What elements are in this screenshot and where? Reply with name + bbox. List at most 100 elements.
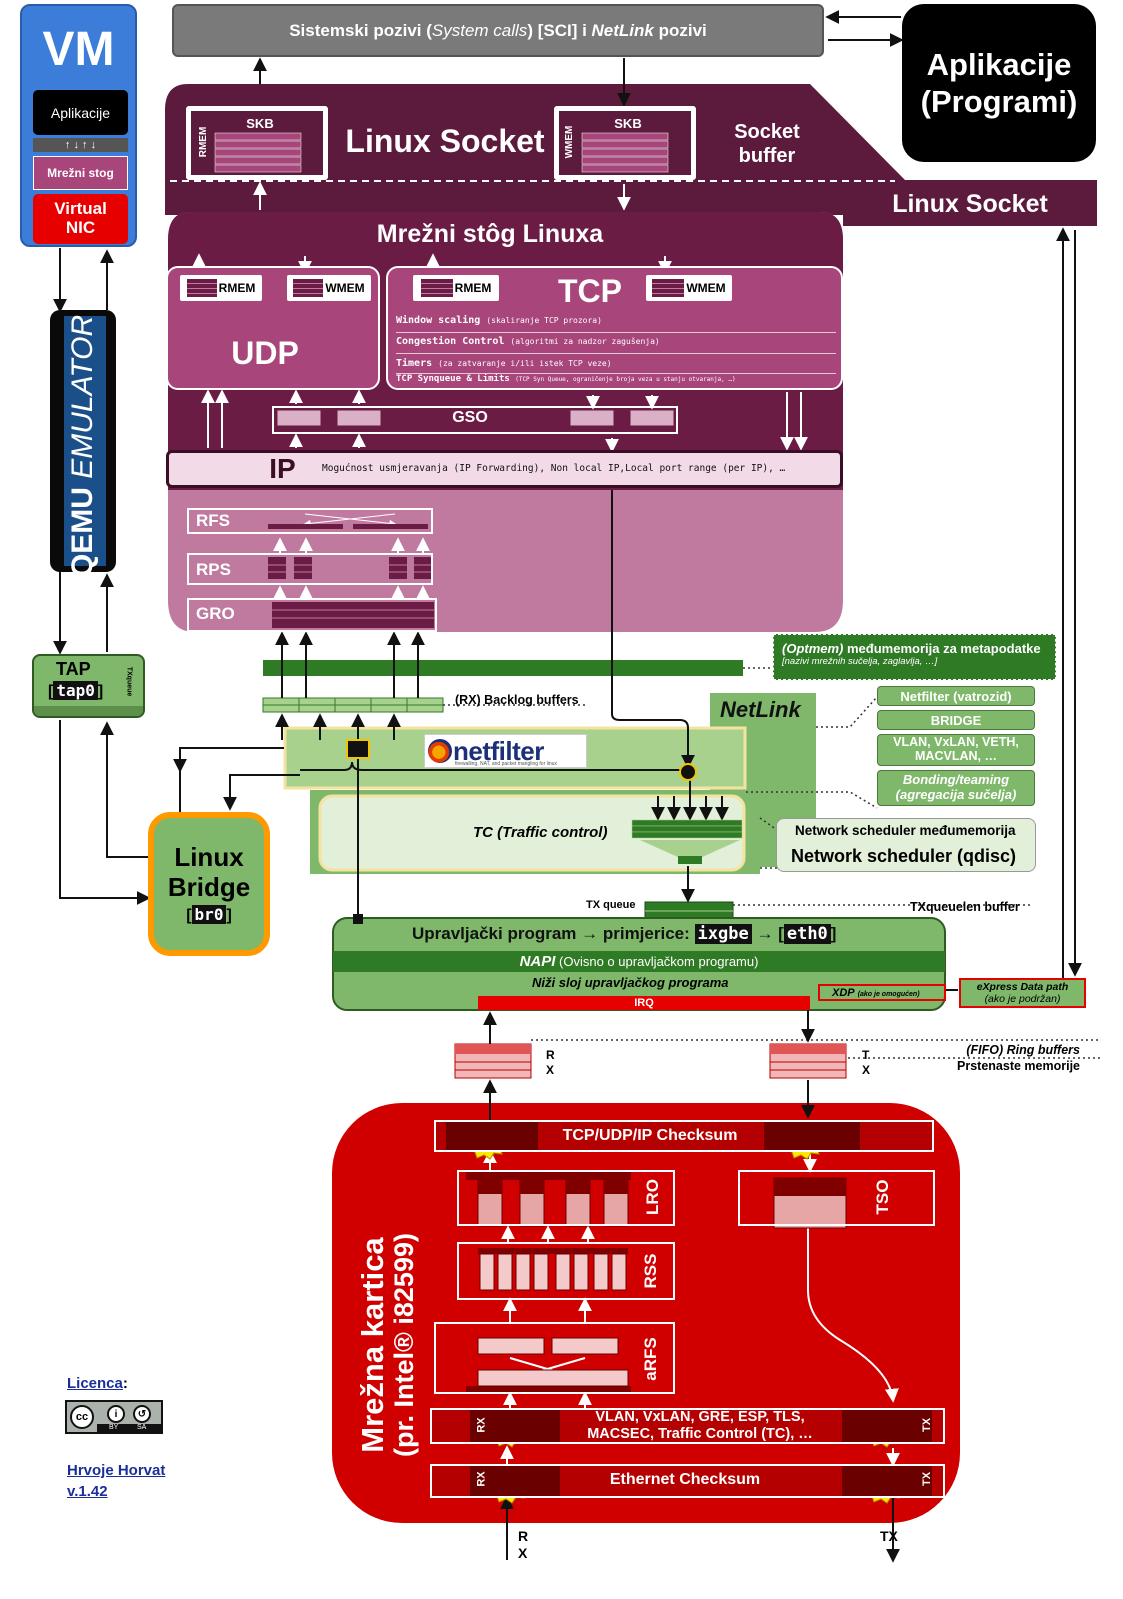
netlink-item-bridge: BRIDGE bbox=[877, 710, 1035, 730]
sched-buffer-label: Network scheduler međumemorija bbox=[795, 823, 1016, 838]
rps-box bbox=[187, 553, 433, 585]
vlan-rx: RX bbox=[475, 1417, 488, 1433]
tap-title: TAP bbox=[56, 659, 91, 679]
backlog-label: (RX) Backlog buffers bbox=[455, 693, 579, 707]
apps-label-1: Aplikacije bbox=[926, 46, 1072, 82]
express-box: eXpress Data path (ako je podržan) bbox=[959, 978, 1086, 1008]
rfs-box bbox=[187, 508, 433, 534]
qemu-label-a: QEMU bbox=[66, 487, 99, 578]
rfs-label: RFS bbox=[196, 511, 230, 530]
qemu-label: QEMU EMULATOR bbox=[63, 315, 103, 577]
tap-txqueue: TXqueue bbox=[125, 666, 133, 697]
cc-icon: cc bbox=[70, 1405, 94, 1429]
tc-box bbox=[318, 794, 746, 872]
netfilter-logo-tag: firewalling, NAT, and packet mangling fo… bbox=[455, 761, 557, 767]
tcp-row-3: Timers (za zatvaranje i/ili istek TCP ve… bbox=[396, 358, 836, 374]
ip-label: IP bbox=[269, 453, 296, 484]
socket-buffer-label: Socket buffer bbox=[712, 116, 822, 172]
napi-desc: (Ovisno o upravljačkom programu) bbox=[559, 954, 759, 969]
arfs-box bbox=[434, 1322, 675, 1394]
tcp-rmem: RMEM bbox=[413, 275, 499, 301]
rss-box bbox=[457, 1242, 675, 1300]
ring-l1: (FIFO) Ring buffers bbox=[966, 1043, 1080, 1057]
tcp-row-val: (TCP Syn Queue, ograničenje broja veza u… bbox=[515, 376, 736, 383]
skb-right-stack bbox=[581, 132, 669, 173]
gro-label: GRO bbox=[196, 604, 235, 623]
tcp-row-1: Window scaling (skaliranje TCP prozora) bbox=[396, 315, 836, 333]
netlink-item-vlan: VLAN, VxLAN, VETH, MACVLAN, … bbox=[877, 734, 1035, 766]
udp-rmem: RMEM bbox=[180, 275, 262, 301]
vlan-l2: MACSEC, Traffic Control (TC), … bbox=[587, 1426, 813, 1442]
vm-nic: Virtual NIC bbox=[33, 194, 128, 244]
nic-title-2: (pr. Intel® i82599) bbox=[389, 1233, 420, 1457]
sched-qdisc-label: Network scheduler (qdisc) bbox=[791, 846, 1017, 866]
bridge-l1: Linux bbox=[174, 841, 244, 872]
licence-label[interactable]: Licenca: bbox=[67, 1375, 128, 1392]
ring-title: (FIFO) Ring buffers Prstenaste memorije bbox=[940, 1043, 1080, 1074]
skb-left-rmem: RMEM bbox=[197, 126, 209, 158]
ring-tx bbox=[769, 1043, 847, 1079]
tcp-row-key: Window scaling bbox=[396, 315, 481, 326]
udp-rmem-label: RMEM bbox=[218, 281, 256, 295]
author-link[interactable]: Hrvoje Horvat v.1.42 bbox=[67, 1460, 165, 1502]
lro-box bbox=[457, 1170, 675, 1226]
qemu-label-b: EMULATOR bbox=[66, 314, 99, 479]
netfilter-logo-icon bbox=[428, 739, 452, 763]
bonding-l2: (agregacija sučelja) bbox=[895, 787, 1017, 802]
version[interactable]: v.1.42 bbox=[67, 1483, 108, 1500]
bottom-tx: TX bbox=[880, 1528, 898, 1544]
wmem-icon bbox=[652, 279, 685, 297]
skb-left bbox=[186, 106, 328, 180]
tcp-row-key: TCP Synqueue & Limits bbox=[396, 374, 510, 384]
irq-label: IRQ bbox=[634, 997, 654, 1009]
vm-arrows: ↑ ↓ ↑ ↓ bbox=[33, 138, 128, 152]
lro-label: LRO bbox=[643, 1179, 662, 1215]
txqueuelen-label: TXqueuelen buffer bbox=[910, 900, 1020, 914]
cc-badge[interactable]: cc i ↺ BY SA bbox=[65, 1400, 163, 1434]
eth-label: Ethernet Checksum bbox=[609, 1471, 761, 1488]
bridge-dev: [br0] bbox=[186, 904, 232, 924]
tcp-row-4: TCP Synqueue & Limits (TCP Syn Queue, og… bbox=[396, 374, 836, 388]
apps-box: Aplikacije (Programi) bbox=[902, 4, 1096, 162]
vlan-tx: TX bbox=[921, 1417, 934, 1433]
sched-box bbox=[776, 818, 1036, 872]
optmem-bar bbox=[263, 660, 743, 676]
tcp-label: TCP bbox=[558, 272, 622, 309]
driver-lower: Niži sloj upravljačkog programa bbox=[532, 975, 729, 990]
rps-label: RPS bbox=[196, 560, 231, 579]
rmem-icon bbox=[186, 279, 217, 297]
netlink-item-netfilter: Netfilter (vatrozid) bbox=[877, 686, 1035, 706]
express-l1: eXpress Data path bbox=[976, 980, 1069, 993]
netfilter-logo-text: netfilter bbox=[453, 736, 544, 766]
ring-rx bbox=[454, 1043, 532, 1079]
tap-dev: [tap0] bbox=[48, 681, 104, 700]
driver-arrow: → bbox=[756, 924, 774, 943]
gso-box bbox=[272, 406, 678, 434]
ip-desc: Mogućnost usmjeravanja (IP Forwarding), … bbox=[322, 463, 786, 474]
udp-wmem-label: WMEM bbox=[325, 281, 365, 295]
irq-bar bbox=[478, 996, 810, 1010]
vm-nic-l2: NIC bbox=[65, 218, 96, 237]
netlink-item-bonding: Bonding/teaming (agregacija sučelja) bbox=[877, 770, 1035, 806]
skb-left-label: SKB bbox=[246, 115, 274, 131]
tap-box: TAP [tap0] TXqueue bbox=[32, 654, 145, 718]
rmem-icon bbox=[420, 279, 453, 297]
checksum-label: TCP/UDP/IP Checksum bbox=[562, 1127, 738, 1144]
tso-label: TSO bbox=[873, 1179, 892, 1215]
tcp-row-val: (algoritmi za nadzor zagušenja) bbox=[510, 337, 660, 346]
author-name[interactable]: Hrvoje Horvat bbox=[67, 1462, 166, 1479]
vm-apps: Aplikacije bbox=[33, 90, 128, 135]
skb-right-wmem: WMEM bbox=[563, 125, 575, 159]
netfilter-logo: netfilter firewalling, NAT, and packet m… bbox=[424, 734, 587, 768]
optmem-title: (Optmem) međumemorija za metapodatke bbox=[782, 641, 1041, 656]
stack-title: Mrežni stôg Linuxa bbox=[376, 219, 604, 248]
licence-link[interactable]: Licenca bbox=[67, 1375, 123, 1392]
vm-nic-l1: Virtual bbox=[54, 199, 107, 219]
socket-buffer-l2: buffer bbox=[738, 145, 796, 167]
driver-dev1: ixgbe bbox=[694, 924, 752, 944]
rss-label: RSS bbox=[641, 1253, 660, 1289]
driver-dev2: [eth0] bbox=[778, 924, 837, 944]
